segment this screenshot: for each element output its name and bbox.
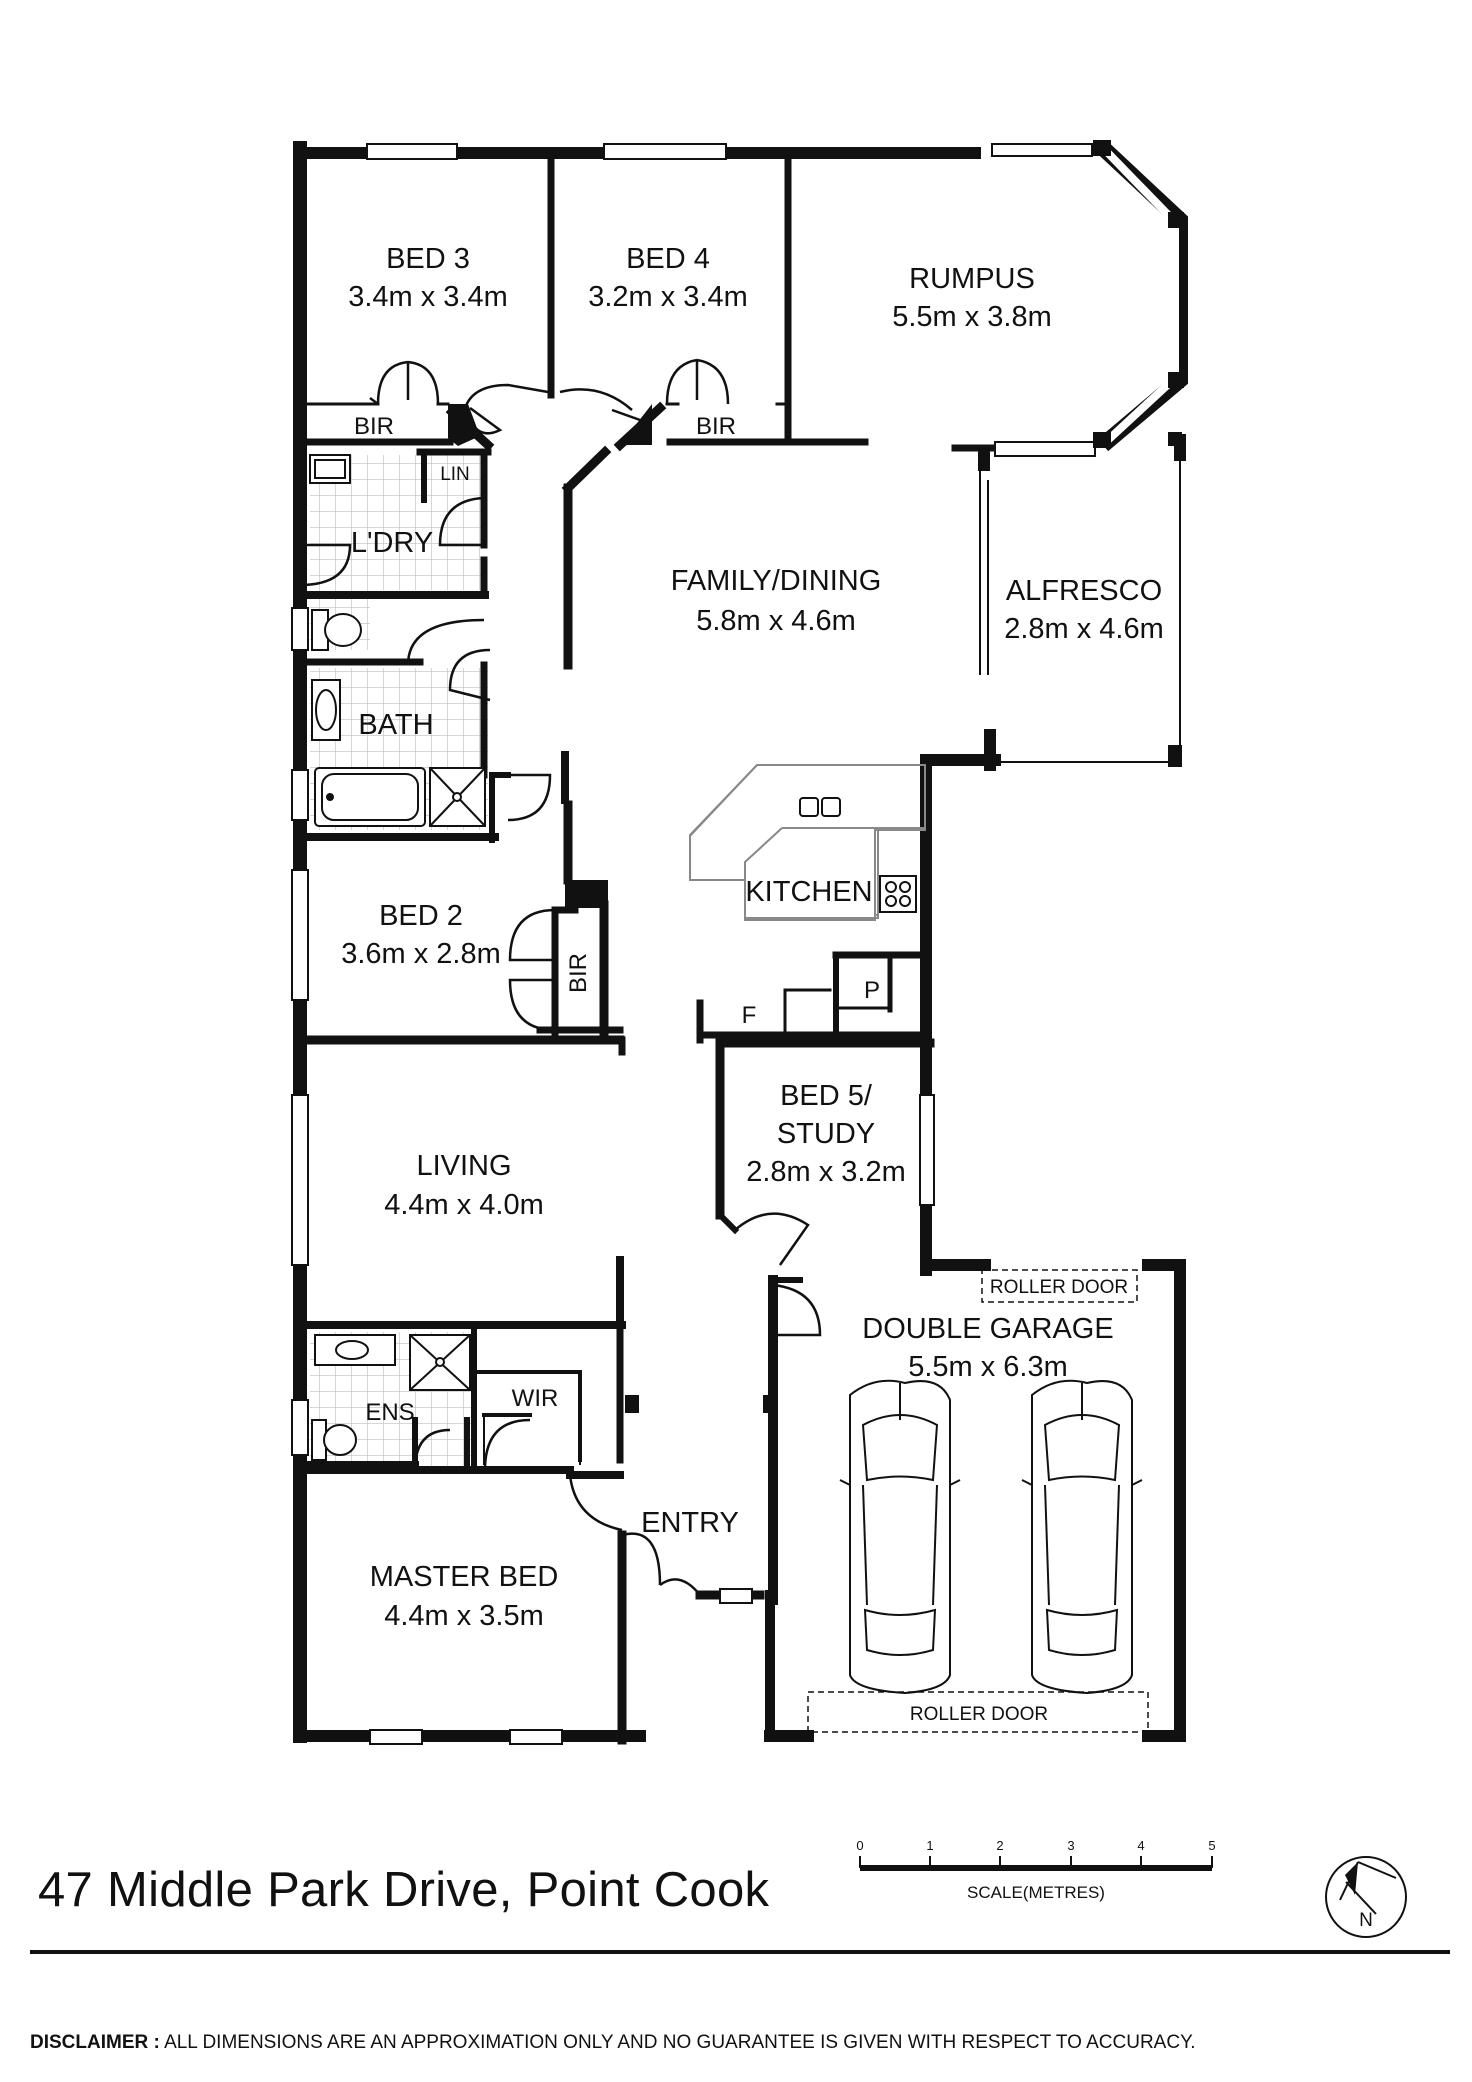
- room-dims-master: 4.4m x 3.5m: [384, 1600, 544, 1632]
- label-bath: BATH: [358, 709, 433, 741]
- door-swings: [299, 358, 822, 1596]
- label-pantry: P: [864, 977, 880, 1004]
- scale-tick-1: 1: [926, 1838, 933, 1853]
- scale-label: SCALE(METRES): [967, 1883, 1105, 1902]
- room-dims-rumpus: 5.5m x 3.8m: [892, 301, 1052, 333]
- disclaimer: DISCLAIMER : ALL DIMENSIONS ARE AN APPRO…: [30, 2032, 1196, 2054]
- car-left: [839, 1379, 961, 1695]
- label-roller-door-front: ROLLER DOOR: [910, 1704, 1048, 1725]
- label-lin: LIN: [440, 464, 470, 485]
- garage-cars: [839, 1379, 1143, 1695]
- kitchen-sink-left: [799, 797, 819, 817]
- room-dims-bed4: 3.2m x 3.4m: [588, 281, 748, 313]
- room-name-bed3: BED 3: [386, 243, 470, 275]
- room-dims-garage: 5.5m x 6.3m: [908, 1351, 1068, 1383]
- label-ens: ENS: [365, 1399, 414, 1426]
- kitchen-sink-right: [821, 797, 841, 817]
- north-compass-icon: N: [1325, 1856, 1407, 1938]
- room-name-bed5-line2: STUDY: [777, 1118, 875, 1150]
- wir-shelving: [483, 1372, 581, 1465]
- wall-fills: [448, 404, 652, 908]
- property-address: 47 Middle Park Drive, Point Cook: [38, 1863, 770, 1917]
- label-kitchen: KITCHEN: [745, 876, 872, 908]
- room-name-living: LIVING: [416, 1150, 511, 1182]
- fixtures: [309, 454, 926, 1461]
- room-dims-alfresco: 2.8m x 4.6m: [1004, 613, 1164, 645]
- small-labels: BIR BIR LIN L'DRY BATH KITCHEN P F BIR E…: [351, 413, 1128, 1725]
- room-dims-bed3: 3.4m x 3.4m: [348, 281, 508, 313]
- room-name-bed2: BED 2: [379, 900, 463, 932]
- label-roller-door-rear: ROLLER DOOR: [990, 1277, 1128, 1298]
- label-bir-bed2: BIR: [565, 953, 592, 993]
- room-name-alfresco: ALFRESCO: [1006, 575, 1162, 607]
- disclaimer-text: ALL DIMENSIONS ARE AN APPROXIMATION ONLY…: [164, 2032, 1196, 2053]
- room-name-bed4: BED 4: [626, 243, 710, 275]
- compass-label: N: [1359, 1910, 1373, 1931]
- room-dims-living: 4.4m x 4.0m: [384, 1189, 544, 1221]
- label-bir-bed4: BIR: [696, 413, 736, 440]
- cooktop: [879, 875, 917, 913]
- label-bir-bed3: BIR: [354, 413, 394, 440]
- scale-tick-5: 5: [1208, 1838, 1215, 1853]
- label-laundry: L'DRY: [351, 527, 433, 559]
- room-dims-bed2: 3.6m x 2.8m: [341, 938, 501, 970]
- scale-tick-3: 3: [1067, 1838, 1074, 1853]
- scale-bar: 0 1 2 3 4 5 SCALE(METRES): [856, 1838, 1215, 1902]
- room-name-bed5-line1: BED 5/: [780, 1080, 873, 1112]
- scale-tick-0: 0: [856, 1838, 863, 1853]
- windows: [291, 143, 1096, 1745]
- rumpus-bay-window: [991, 140, 1188, 452]
- roller-doors: [807, 1269, 1149, 1733]
- room-name-family: FAMILY/DINING: [671, 565, 882, 597]
- scale-tick-2: 2: [996, 1838, 1003, 1853]
- room-labels: BED 3 3.4m x 3.4m BED 4 3.2m x 3.4m RUMP…: [341, 243, 1164, 1632]
- label-entry: ENTRY: [641, 1507, 739, 1539]
- room-name-master: MASTER BED: [370, 1561, 559, 1593]
- room-dims-bed5: 2.8m x 3.2m: [746, 1156, 906, 1188]
- car-right: [1021, 1379, 1143, 1695]
- room-name-garage: DOUBLE GARAGE: [862, 1313, 1113, 1345]
- scale-tick-4: 4: [1137, 1838, 1144, 1853]
- room-dims-family: 5.8m x 4.6m: [696, 605, 856, 637]
- disclaimer-prefix: DISCLAIMER :: [30, 2032, 160, 2053]
- label-wir: WIR: [512, 1385, 559, 1412]
- divider: [30, 1950, 1450, 1954]
- label-fridge: F: [742, 1002, 757, 1029]
- room-name-rumpus: RUMPUS: [909, 263, 1035, 295]
